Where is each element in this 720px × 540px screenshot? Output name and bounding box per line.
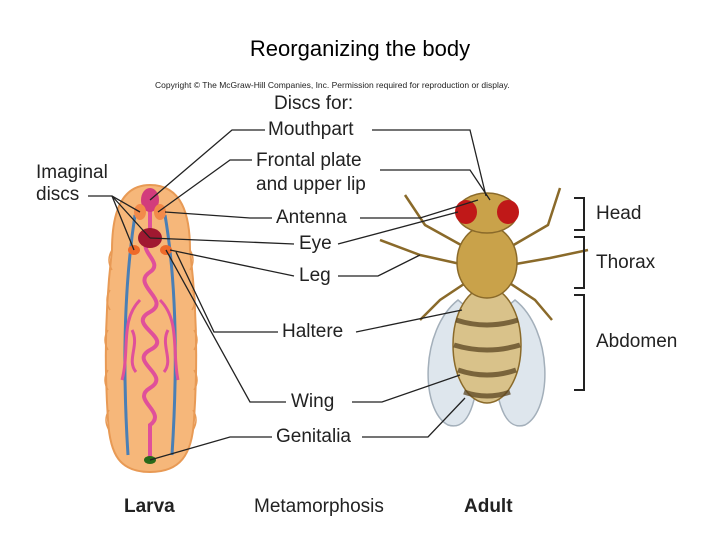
body-region-brackets bbox=[574, 197, 585, 391]
genitalia-label: Genitalia bbox=[276, 426, 351, 447]
larva-illustration bbox=[104, 183, 198, 474]
copyright-notice: Copyright © The McGraw-Hill Companies, I… bbox=[155, 80, 510, 90]
abdomen-bracket bbox=[574, 294, 585, 391]
wing-label: Wing bbox=[291, 391, 335, 412]
leader-lines bbox=[88, 129, 491, 461]
larva-caption: Larva bbox=[124, 496, 175, 517]
metamorphosis-caption: Metamorphosis bbox=[254, 496, 384, 517]
thorax-bracket bbox=[574, 236, 585, 289]
haltere-label: Haltere bbox=[282, 321, 344, 342]
antenna-label: Antenna bbox=[276, 207, 347, 228]
imaginal-label-line2: discs bbox=[36, 184, 80, 205]
head-bracket bbox=[574, 197, 585, 231]
frontal-plate-label-line1: Frontal plate bbox=[256, 150, 362, 171]
mouthpart-label: Mouthpart bbox=[268, 119, 354, 140]
slide-title: Reorganizing the body bbox=[249, 36, 471, 61]
imaginal-label-line1: Imaginal bbox=[36, 162, 108, 183]
eye-label: Eye bbox=[299, 233, 332, 254]
adult-caption: Adult bbox=[464, 496, 513, 517]
abdomen-label: Abdomen bbox=[596, 331, 678, 352]
adult-fly-illustration bbox=[379, 187, 589, 427]
discs-for-label: Discs for: bbox=[274, 93, 354, 114]
head-label: Head bbox=[596, 203, 642, 224]
thorax-label: Thorax bbox=[596, 252, 656, 273]
leg-label: Leg bbox=[299, 265, 331, 286]
frontal-plate-label-line2: and upper lip bbox=[256, 174, 366, 195]
